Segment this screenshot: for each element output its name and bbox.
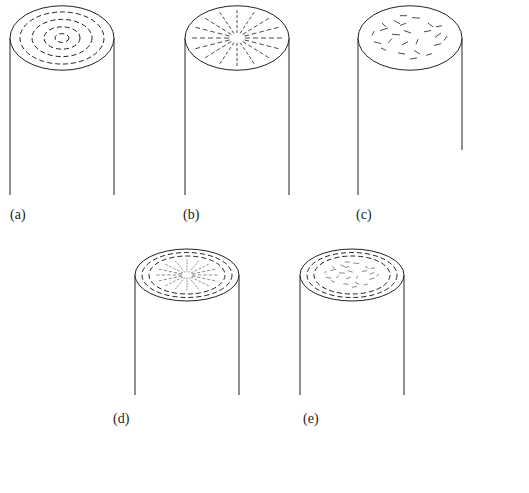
figure-label: (a) <box>10 208 26 222</box>
cylinder-d <box>135 249 239 395</box>
cylinder-a <box>10 6 114 195</box>
figure-label: (d) <box>113 412 129 426</box>
figure-label: (c) <box>356 208 372 222</box>
figure-label: (e) <box>303 412 319 426</box>
cylinder-e <box>300 249 404 395</box>
cylinder-c <box>358 6 462 195</box>
figure-label: (b) <box>183 208 199 222</box>
cylinder-b <box>185 6 289 195</box>
